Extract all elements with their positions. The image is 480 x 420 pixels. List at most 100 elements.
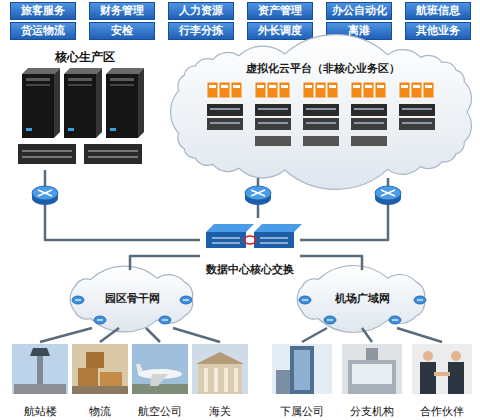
site-label: 合作伙伴 xyxy=(420,405,464,419)
plane-wing xyxy=(150,374,168,386)
network-cloud: 园区骨干网 xyxy=(65,270,200,328)
branch-building xyxy=(348,360,396,394)
switch-icon xyxy=(32,186,58,205)
customs-column xyxy=(234,368,238,392)
module-box: 行李分拣 xyxy=(168,22,234,40)
office-windows xyxy=(294,350,310,390)
zone-title: 虚拟化云平台（非核心业务区） xyxy=(246,62,400,76)
storage-unit xyxy=(84,144,142,164)
module-label: 旅客服务 xyxy=(21,3,65,19)
router-icon xyxy=(72,296,84,304)
router-icon xyxy=(180,296,192,304)
module-label: 资产管理 xyxy=(258,3,302,19)
core-switch-front xyxy=(206,232,246,248)
site-label: 航空公司 xyxy=(138,405,182,419)
storage-unit xyxy=(255,136,291,146)
module-label: 财务管理 xyxy=(100,3,144,19)
network-label: 园区骨干网 xyxy=(105,292,160,306)
router-icon xyxy=(94,316,106,324)
photo-background xyxy=(132,344,188,394)
module-label: 办公自动化 xyxy=(332,3,387,19)
module-label: 其他业务 xyxy=(416,23,460,39)
network-link xyxy=(300,178,388,240)
server-zone: 核心生产区 xyxy=(10,48,160,170)
handshake xyxy=(434,372,450,376)
module-box: 其他业务 xyxy=(405,22,471,40)
tower-shaft xyxy=(37,356,43,386)
vm-group xyxy=(351,82,387,130)
photo-background xyxy=(412,344,472,394)
module-label: 航班信息 xyxy=(416,3,460,19)
site-label: 下属公司 xyxy=(280,405,324,419)
warehouse-floor xyxy=(72,386,128,394)
network-link xyxy=(362,328,372,342)
photo-background xyxy=(12,344,68,394)
network-link xyxy=(173,328,220,342)
module-box: 人力资源 xyxy=(168,2,234,20)
branch-tower xyxy=(366,348,378,360)
network-link xyxy=(146,328,160,342)
customs-column xyxy=(204,368,208,392)
tower-cab xyxy=(30,348,50,356)
terminal-building xyxy=(14,384,66,394)
network-link xyxy=(130,256,200,270)
customs-building xyxy=(198,364,242,394)
module-box: 旅客服务 xyxy=(10,2,76,20)
storage-unit xyxy=(351,136,387,146)
module-label: 行李分拣 xyxy=(179,23,223,39)
tower-server xyxy=(64,68,102,138)
network-label: 机场广域网 xyxy=(335,292,390,306)
photo-background xyxy=(272,344,332,394)
network-link xyxy=(397,328,442,342)
router-icon xyxy=(324,316,336,324)
switch-label: 数据中心核心交换 xyxy=(206,263,294,277)
tower-server xyxy=(106,68,144,138)
person-body xyxy=(448,362,464,394)
module-box: 货运物流 xyxy=(10,22,76,40)
core-switch-arrows xyxy=(212,238,288,243)
person-body xyxy=(420,362,436,394)
module-box: 办公自动化 xyxy=(326,2,392,20)
cargo-box xyxy=(100,372,122,386)
module-box: 安检 xyxy=(89,22,155,40)
photo-background xyxy=(342,344,402,394)
cloud-shape xyxy=(297,265,424,332)
side-building xyxy=(276,370,290,394)
module-label: 人力资源 xyxy=(179,3,223,19)
zone-title: 核心生产区 xyxy=(55,50,115,64)
router-icon xyxy=(159,316,171,324)
stack-link xyxy=(244,236,256,244)
router-icon xyxy=(299,296,311,304)
core-switch-front xyxy=(254,232,294,248)
customs-roof xyxy=(196,352,244,364)
cloud-shape xyxy=(70,266,193,332)
storage-unit xyxy=(303,136,339,146)
office-tower xyxy=(290,346,314,394)
photo-background xyxy=(72,344,128,394)
module-box: 资产管理 xyxy=(247,2,313,20)
module-label: 货运物流 xyxy=(21,23,65,39)
vm-group xyxy=(303,82,339,130)
network-link xyxy=(300,256,362,270)
branch-windows xyxy=(352,364,392,384)
network-link xyxy=(45,170,200,240)
cargo-box xyxy=(86,352,104,368)
module-label: 离港 xyxy=(348,23,370,39)
router-icon xyxy=(389,316,401,324)
person-head xyxy=(451,351,461,361)
vm-group xyxy=(399,82,435,130)
customs-column xyxy=(214,368,218,392)
cargo-box xyxy=(78,368,98,386)
storage-unit xyxy=(18,144,76,164)
network-link xyxy=(40,328,92,342)
network-link xyxy=(100,328,119,342)
runway xyxy=(132,384,188,394)
module-box: 外长调度 xyxy=(247,22,313,40)
vm-group xyxy=(207,82,243,130)
photo-background xyxy=(192,344,248,394)
site-label: 海关 xyxy=(209,405,231,419)
router-icon xyxy=(414,296,426,304)
network-link xyxy=(302,328,327,342)
